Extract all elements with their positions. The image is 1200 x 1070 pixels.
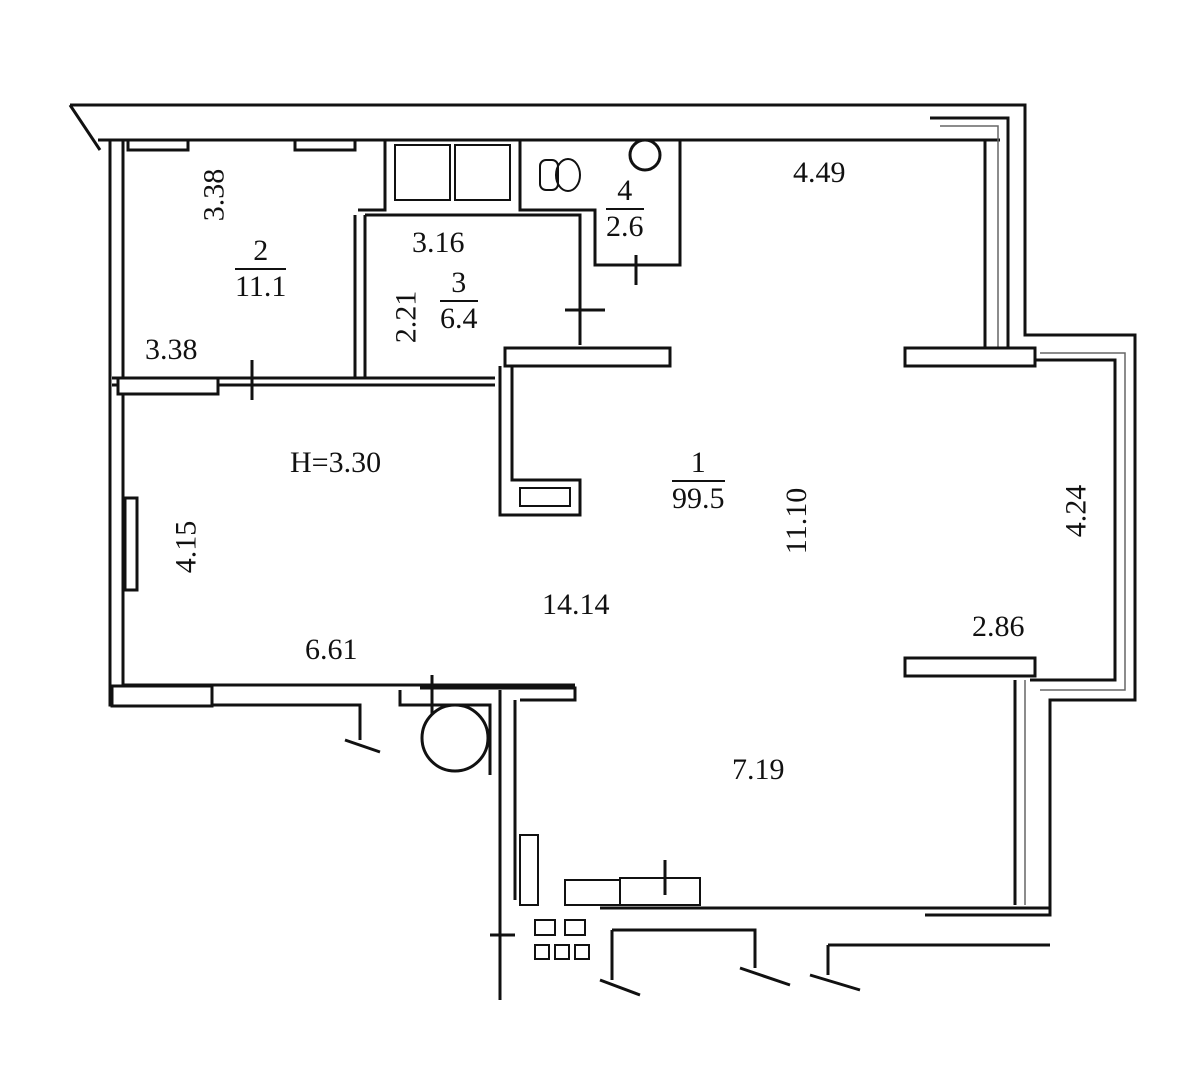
room-4-area: 2.6 bbox=[606, 210, 644, 243]
room-3-label: 3 6.4 bbox=[440, 268, 478, 334]
room-1-number: 1 bbox=[672, 448, 725, 482]
ceiling-height: H=3.30 bbox=[290, 446, 382, 479]
dimension-main-depth: 11.10 bbox=[780, 487, 814, 555]
room-4-number: 4 bbox=[606, 176, 644, 210]
dimension-room3-height: 2.21 bbox=[389, 290, 423, 344]
room-2-area: 11.1 bbox=[235, 270, 287, 303]
room-4-label: 4 2.6 bbox=[606, 176, 644, 242]
dimension-bay-height: 4.24 bbox=[1059, 484, 1093, 538]
room-2-number: 2 bbox=[235, 236, 287, 270]
room-1-area: 99.5 bbox=[672, 482, 725, 515]
dimension-left-width: 6.61 bbox=[305, 633, 358, 666]
room-3-area: 6.4 bbox=[440, 302, 478, 335]
dimension-bay-width: 2.86 bbox=[972, 610, 1025, 643]
room-3-number: 3 bbox=[440, 268, 478, 302]
outer-wall bbox=[70, 103, 1137, 917]
dimension-room3-width: 3.16 bbox=[412, 226, 465, 259]
dimension-main-length: 14.14 bbox=[542, 588, 610, 621]
dimension-room2-width: 3.38 bbox=[145, 333, 198, 366]
room-2-label: 2 11.1 bbox=[235, 236, 287, 303]
dimension-top-right-width: 4.49 bbox=[793, 156, 846, 189]
dimension-room2-height: 3.38 bbox=[197, 168, 231, 222]
dimension-left-height: 4.15 bbox=[169, 520, 203, 574]
room-1-label: 1 99.5 bbox=[672, 448, 725, 514]
dimension-bottom-width: 7.19 bbox=[732, 753, 785, 786]
